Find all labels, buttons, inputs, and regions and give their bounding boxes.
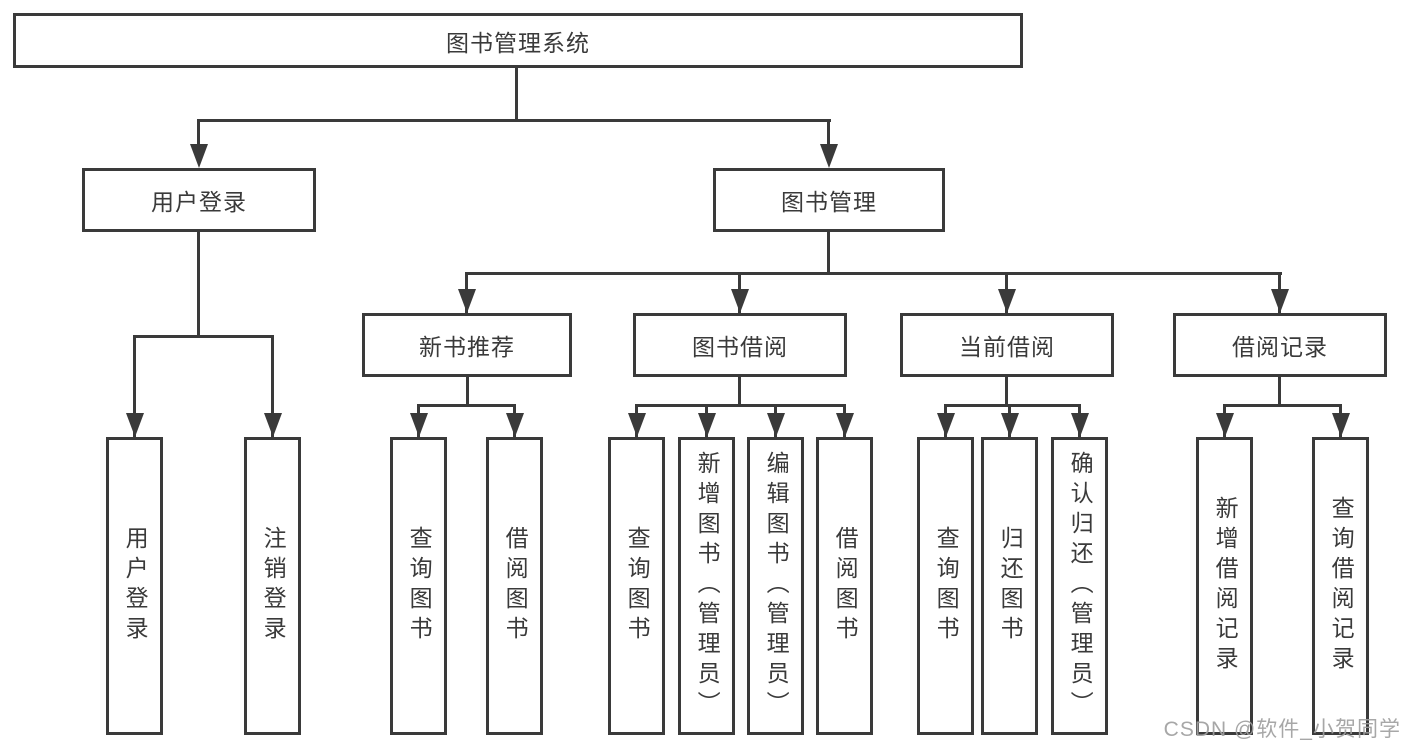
arrow-down-icon xyxy=(1332,413,1350,437)
arrow-down-icon xyxy=(506,413,524,437)
connector-line xyxy=(1223,404,1342,407)
connector-line xyxy=(738,376,741,407)
arrow-down-icon xyxy=(998,289,1016,313)
connector-line xyxy=(1278,376,1281,407)
arrow-down-icon xyxy=(190,144,208,168)
connector-line xyxy=(465,272,1282,275)
leaf-label: 查询图书 xyxy=(406,526,433,646)
arrow-down-icon xyxy=(731,289,749,313)
csdn-watermark: CSDN @软件_小贺同学 xyxy=(1163,718,1401,741)
connector-line xyxy=(1005,376,1008,407)
node-borrowing-records: 借阅记录 xyxy=(1173,313,1387,377)
node-current-borrowing: 当前借阅 xyxy=(900,313,1114,377)
leaf-label: 归还图书 xyxy=(997,526,1024,646)
leaf-node-add-books-admin: 新增图书（管理员） xyxy=(678,437,735,735)
connector-line xyxy=(417,404,516,407)
node-label: 用户登录 xyxy=(151,189,247,215)
arrow-down-icon xyxy=(126,413,144,437)
node-label: 图书借阅 xyxy=(692,334,788,360)
leaf-label: 借阅图书 xyxy=(832,526,859,646)
arrow-down-icon xyxy=(458,289,476,313)
leaf-node-query-books: 查询图书 xyxy=(917,437,974,735)
leaf-label: 注销登录 xyxy=(260,526,287,646)
node-root: 图书管理系统 xyxy=(13,13,1023,68)
arrow-down-icon xyxy=(836,413,854,437)
node-book-borrowing: 图书借阅 xyxy=(633,313,847,377)
leaf-node-edit-books-admin: 编辑图书（管理员） xyxy=(747,437,804,735)
connector-line xyxy=(197,119,831,122)
leaf-node-add-borrow-record: 新增借阅记录 xyxy=(1196,437,1253,735)
arrow-down-icon xyxy=(698,413,716,437)
connector-line xyxy=(466,376,469,407)
node-root-label: 图书管理系统 xyxy=(446,29,590,56)
arrow-down-icon xyxy=(410,413,428,437)
arrow-down-icon xyxy=(628,413,646,437)
arrow-down-icon xyxy=(1271,289,1289,313)
leaf-node-return-books: 归还图书 xyxy=(981,437,1038,735)
node-label: 当前借阅 xyxy=(959,334,1055,360)
connector-line xyxy=(197,232,200,337)
node-new-book-recommendation: 新书推荐 xyxy=(362,313,572,377)
connector-line xyxy=(271,335,274,437)
connector-line xyxy=(827,232,830,275)
leaf-label: 查询图书 xyxy=(624,526,651,646)
leaf-label: 用户登录 xyxy=(122,526,149,646)
leaf-label: 查询借阅记录 xyxy=(1328,496,1355,676)
connector-line xyxy=(827,119,830,150)
arrow-down-icon xyxy=(264,413,282,437)
connector-line xyxy=(197,119,200,150)
leaf-node-borrow-books: 借阅图书 xyxy=(816,437,873,735)
leaf-label: 新增借阅记录 xyxy=(1212,496,1239,676)
connector-line xyxy=(133,335,274,338)
arrow-down-icon xyxy=(937,413,955,437)
arrow-down-icon xyxy=(1071,413,1089,437)
leaf-label: 查询图书 xyxy=(933,526,960,646)
leaf-label: 确认归还（管理员） xyxy=(1067,451,1094,721)
leaf-node-confirm-return-admin: 确认归还（管理员） xyxy=(1051,437,1108,735)
leaf-label: 新增图书（管理员） xyxy=(694,451,721,721)
leaf-label: 编辑图书（管理员） xyxy=(763,451,790,721)
arrow-down-icon xyxy=(820,144,838,168)
node-label: 图书管理 xyxy=(781,189,877,215)
arrow-down-icon xyxy=(1001,413,1019,437)
arrow-down-icon xyxy=(1216,413,1234,437)
leaf-label: 借阅图书 xyxy=(502,526,529,646)
leaf-node-user-login: 用户登录 xyxy=(106,437,163,735)
connector-line xyxy=(515,66,518,122)
connector-line xyxy=(133,335,136,437)
leaf-node-logout: 注销登录 xyxy=(244,437,301,735)
arrow-down-icon xyxy=(767,413,785,437)
leaf-node-query-books: 查询图书 xyxy=(390,437,447,735)
leaf-node-query-borrow-record: 查询借阅记录 xyxy=(1312,437,1369,735)
leaf-node-query-books: 查询图书 xyxy=(608,437,665,735)
node-label: 新书推荐 xyxy=(419,334,515,360)
node-label: 借阅记录 xyxy=(1232,334,1328,360)
node-user-login: 用户登录 xyxy=(82,168,316,232)
connector-line xyxy=(944,404,1081,407)
connector-line xyxy=(635,404,846,407)
node-book-management: 图书管理 xyxy=(713,168,945,232)
leaf-node-borrow-books: 借阅图书 xyxy=(486,437,543,735)
